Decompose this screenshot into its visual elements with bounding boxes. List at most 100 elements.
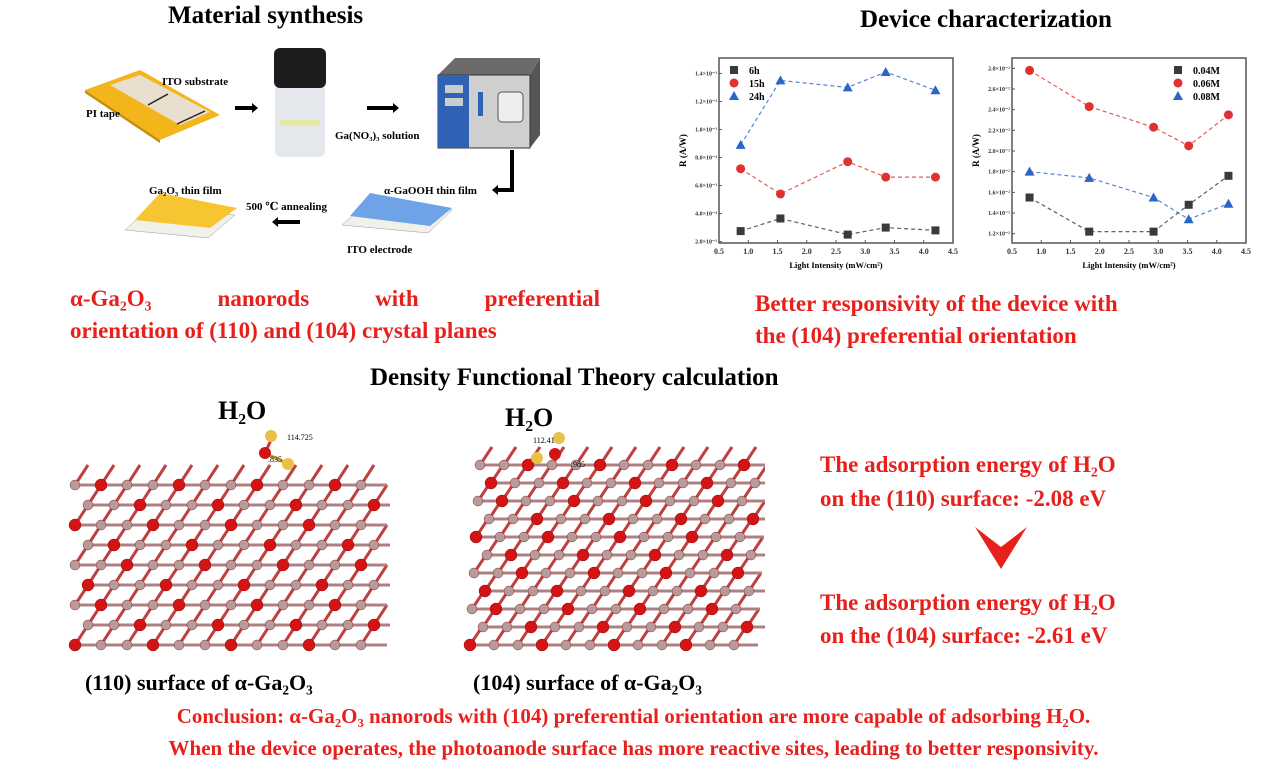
gallium-atom xyxy=(355,479,367,491)
gallium-atom xyxy=(684,567,696,579)
oxygen-atom xyxy=(711,494,725,508)
gallium-atom xyxy=(501,621,513,633)
data-point-0.06M xyxy=(1184,141,1194,151)
legend-marker-0.04M xyxy=(1174,66,1182,74)
x-tick-label: 0.5 xyxy=(714,247,724,256)
gallium-atom xyxy=(573,621,585,633)
gallium-atom xyxy=(186,619,198,631)
y-tick-label: 1.6×10⁻² xyxy=(988,190,1010,196)
gallium-atom xyxy=(277,599,289,611)
data-point-0.04M xyxy=(1224,171,1233,180)
oxygen-atom xyxy=(250,478,264,492)
gallium-atom xyxy=(186,499,198,511)
oxygen-atom xyxy=(530,512,544,526)
oxygen-atom xyxy=(463,638,477,652)
oxygen-atom xyxy=(469,530,483,544)
gallium-atom xyxy=(212,579,224,591)
gallium-atom xyxy=(538,603,550,615)
gallium-atom xyxy=(95,559,107,571)
gallium-atom xyxy=(342,579,354,591)
oxygen-atom xyxy=(328,478,342,492)
legend-label-6h: 6h xyxy=(749,66,760,77)
gallium-atom xyxy=(199,479,211,491)
oxygen-atom xyxy=(731,566,745,580)
gallium-atom xyxy=(566,531,578,543)
gallium-atom xyxy=(621,621,633,633)
legend-label-0.08M: 0.08M xyxy=(1193,92,1221,103)
gallium-atom xyxy=(160,539,172,551)
gallium-atom xyxy=(553,549,565,561)
oxygen-atom xyxy=(276,558,290,572)
gallium-atom xyxy=(251,519,263,531)
gallium-atom xyxy=(599,585,611,597)
gallium-atom xyxy=(95,639,107,651)
data-point-15h xyxy=(843,157,853,167)
oxygen-atom xyxy=(633,602,647,616)
ga2o3-film-illustration xyxy=(124,193,237,239)
oven-illustration xyxy=(437,58,540,149)
gallium-atom xyxy=(147,559,159,571)
gallium-atom xyxy=(173,639,185,651)
gallium-atom xyxy=(601,549,613,561)
gallium-atom xyxy=(651,513,663,525)
x-axis-label: Light Intensity (mW/cm²) xyxy=(1082,260,1175,270)
x-tick-label: 3.5 xyxy=(890,247,900,256)
x-tick-label: 4.0 xyxy=(1212,247,1222,256)
caption-110: (110) surface of α-Ga₂O₃ xyxy=(85,670,313,695)
data-point-0.04M xyxy=(1184,200,1193,209)
gallium-atom xyxy=(477,621,489,633)
gallium-atom xyxy=(664,495,676,507)
gallium-atom xyxy=(82,539,94,551)
x-tick-label: 4.0 xyxy=(919,247,929,256)
oxygen-atom xyxy=(237,578,251,592)
h2o-label-104: H₂O xyxy=(505,403,554,432)
gallium-atom xyxy=(653,477,665,489)
synthesis-summary-line2: orientation of (110) and (104) crystal p… xyxy=(70,318,497,343)
gallium-atom xyxy=(355,519,367,531)
oxygen-atom xyxy=(607,638,621,652)
device-summary-line2: the (104) preferential orientation xyxy=(755,323,1077,348)
gallium-atom xyxy=(662,531,674,543)
x-tick-label: 2.5 xyxy=(831,247,841,256)
oxygen-atom xyxy=(133,618,147,632)
oxygen-atom xyxy=(561,602,575,616)
gallium-atom xyxy=(518,531,530,543)
data-point-6h xyxy=(736,227,745,236)
legend-label-15h: 15h xyxy=(749,79,765,90)
oxygen-atom xyxy=(120,558,134,572)
gallium-atom xyxy=(533,477,545,489)
y-tick-label: 6.0×10⁻³ xyxy=(695,184,717,190)
solution-label: Ga(NO₃)₃ solution xyxy=(335,130,420,142)
data-point-15h xyxy=(775,189,785,199)
gallium-atom xyxy=(540,567,552,579)
oxygen-atom xyxy=(68,518,82,532)
oxygen-atom xyxy=(328,598,342,612)
oxygen-atom xyxy=(250,598,264,612)
gallium-atom xyxy=(173,519,185,531)
oxygen-atom xyxy=(737,458,751,472)
gallium-atom xyxy=(638,531,650,543)
oxygen-atom xyxy=(535,638,549,652)
gallium-atom xyxy=(730,603,742,615)
oxygen-atom xyxy=(185,538,199,552)
y-tick-label: 2.6×10⁻² xyxy=(988,87,1010,93)
y-tick-label: 1.2×10⁻² xyxy=(695,99,717,105)
gallium-atom xyxy=(494,531,506,543)
oxygen-atom xyxy=(224,638,238,652)
data-point-0.08M xyxy=(1024,166,1035,176)
energy-110-line1: The adsorption energy of H₂O xyxy=(820,452,1116,477)
oxygen-atom xyxy=(259,447,271,459)
data-point-15h xyxy=(736,164,746,174)
oxygen-atom xyxy=(602,512,616,526)
legend-label-0.06M: 0.06M xyxy=(1193,79,1221,90)
oxygen-atom xyxy=(694,584,708,598)
x-tick-label: 1.5 xyxy=(773,247,783,256)
oxygen-atom xyxy=(665,458,679,472)
gallium-atom xyxy=(474,459,486,471)
oxygen-atom xyxy=(146,638,160,652)
gallium-atom xyxy=(277,479,289,491)
hydrogen-atom xyxy=(265,430,277,442)
oxygen-atom xyxy=(740,620,754,634)
lattice-bonds xyxy=(73,464,390,647)
conclusion-line2: When the device operates, the photoanode… xyxy=(168,736,1099,760)
